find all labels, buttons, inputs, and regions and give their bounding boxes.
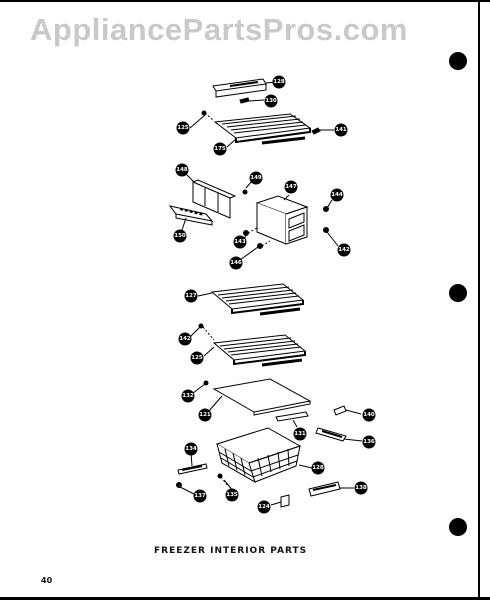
wire-shelf-lower [212, 334, 307, 367]
callout-label: 124 [258, 504, 270, 510]
callout-147: 147 [284, 180, 298, 194]
callout-142-right: 142 [337, 243, 351, 257]
callout-124: 124 [257, 500, 271, 514]
callout-label: 149 [250, 175, 262, 181]
callout-142-left: 142 [178, 332, 192, 346]
page-bottom-border [0, 597, 490, 600]
callout-label: 132 [182, 393, 194, 399]
callout-127: 127 [184, 289, 198, 303]
callout-136: 136 [362, 435, 376, 449]
callout-146: 146 [229, 256, 243, 270]
binder-hole-middle [449, 284, 467, 302]
callout-label: 121 [199, 412, 211, 418]
callout-label: 130 [265, 98, 277, 104]
page-right-border [478, 0, 480, 600]
box-housing-part [255, 195, 309, 245]
callout-label: 146 [230, 260, 242, 266]
callout-label: 136 [363, 439, 375, 445]
wire-shelf-top [213, 113, 312, 145]
callout-138: 138 [354, 481, 368, 495]
callout-175: 175 [213, 142, 227, 156]
wire-shelf-middle [210, 283, 305, 316]
wire-basket-part [215, 427, 302, 484]
callout-label: 143 [234, 239, 246, 245]
diagram-caption: FREEZER INTERIOR PARTS [154, 546, 308, 556]
callout-125-lower: 125 [190, 351, 204, 365]
callout-label: 144 [331, 192, 343, 198]
callout-125-top: 125 [176, 121, 190, 135]
binder-hole-bottom [449, 518, 467, 536]
callout-131: 131 [293, 427, 307, 441]
page-number: 40 [41, 576, 53, 585]
glass-panel-part [212, 378, 312, 416]
callout-label: 138 [355, 485, 367, 491]
watermark: AppliancePartsPros.com [30, 12, 408, 47]
callout-148: 148 [175, 163, 189, 177]
page-top-border [0, 0, 490, 2]
callout-130: 130 [264, 94, 278, 108]
callout-label: 141 [335, 127, 347, 133]
trim-bar-part [212, 78, 267, 98]
callout-135: 135 [225, 488, 239, 502]
bracket-part [192, 179, 237, 219]
callout-label: 147 [285, 184, 297, 190]
callout-label: 127 [185, 293, 197, 299]
callout-149: 149 [249, 171, 263, 185]
callout-label: 128 [273, 79, 285, 85]
callout-label: 125 [191, 355, 203, 361]
callout-141: 141 [334, 123, 348, 137]
callout-label: 128 [312, 465, 324, 471]
callout-134: 134 [184, 442, 198, 456]
callout-label: 135 [226, 492, 238, 498]
callout-140: 140 [362, 408, 376, 422]
callout-label: 125 [177, 125, 189, 131]
callout-144: 144 [330, 188, 344, 202]
callout-128-basket: 128 [311, 461, 325, 475]
callout-128-top: 128 [272, 75, 286, 89]
callout-label: 134 [185, 446, 197, 452]
callout-label: 175 [214, 146, 226, 152]
callout-label: 150 [174, 233, 186, 239]
callout-label: 142 [338, 247, 350, 253]
callout-137: 137 [193, 489, 207, 503]
callout-143: 143 [233, 235, 247, 249]
callout-121: 121 [198, 408, 212, 422]
binder-hole-top [449, 52, 467, 70]
callout-132: 132 [181, 389, 195, 403]
callout-label: 131 [294, 431, 306, 437]
callout-150: 150 [173, 229, 187, 243]
callout-label: 142 [179, 336, 191, 342]
callout-label: 137 [194, 493, 206, 499]
callout-label: 140 [363, 412, 375, 418]
callout-label: 148 [176, 167, 188, 173]
